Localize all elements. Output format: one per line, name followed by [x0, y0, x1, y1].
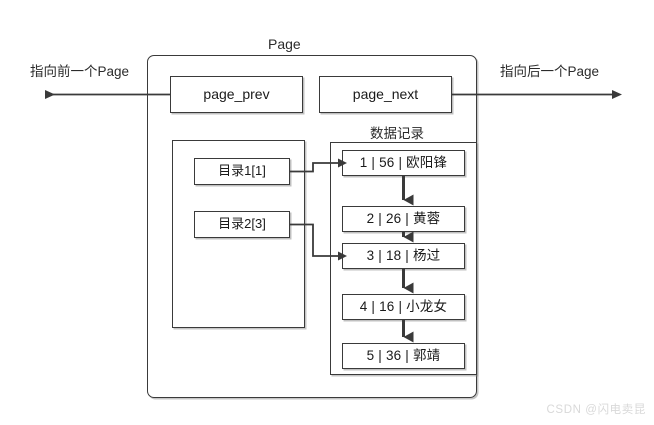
record-row-2-label: 2 | 26 | 黄蓉 — [366, 210, 441, 226]
record-row-4-label: 4 | 16 | 小龙女 — [359, 298, 448, 314]
next-page-arrow-label: 指向后一个Page — [500, 64, 600, 79]
csdn-watermark: CSDN @闪电卖昆 — [546, 404, 646, 416]
prev-page-arrow-label: 指向前一个Page — [30, 64, 130, 79]
slot-directory-entry-1[interactable]: 目录1[1] — [194, 158, 290, 185]
record-row-2[interactable]: 2 | 26 | 黄蓉 — [342, 206, 465, 232]
data-records-title: 数据记录 — [370, 126, 424, 141]
slot-directory-entry-1-label: 目录1[1] — [218, 163, 266, 179]
page-title: Page — [268, 36, 301, 52]
record-row-1-label: 1 | 56 | 欧阳锋 — [359, 154, 448, 170]
page-next-box[interactable]: page_next — [319, 76, 452, 113]
data-records-container — [330, 142, 477, 375]
record-row-5-label: 5 | 36 | 郭靖 — [366, 347, 441, 363]
page-prev-label: page_prev — [203, 85, 270, 102]
page-prev-box[interactable]: page_prev — [170, 76, 303, 113]
slot-directory-entry-2-label: 目录2[3] — [218, 216, 266, 232]
record-row-1[interactable]: 1 | 56 | 欧阳锋 — [342, 150, 465, 176]
record-row-3-label: 3 | 18 | 杨过 — [366, 247, 441, 263]
record-row-5[interactable]: 5 | 36 | 郭靖 — [342, 343, 465, 369]
record-row-4[interactable]: 4 | 16 | 小龙女 — [342, 294, 465, 320]
page-next-label: page_next — [352, 85, 419, 102]
record-row-3[interactable]: 3 | 18 | 杨过 — [342, 243, 465, 269]
slot-directory-entry-2[interactable]: 目录2[3] — [194, 211, 290, 238]
